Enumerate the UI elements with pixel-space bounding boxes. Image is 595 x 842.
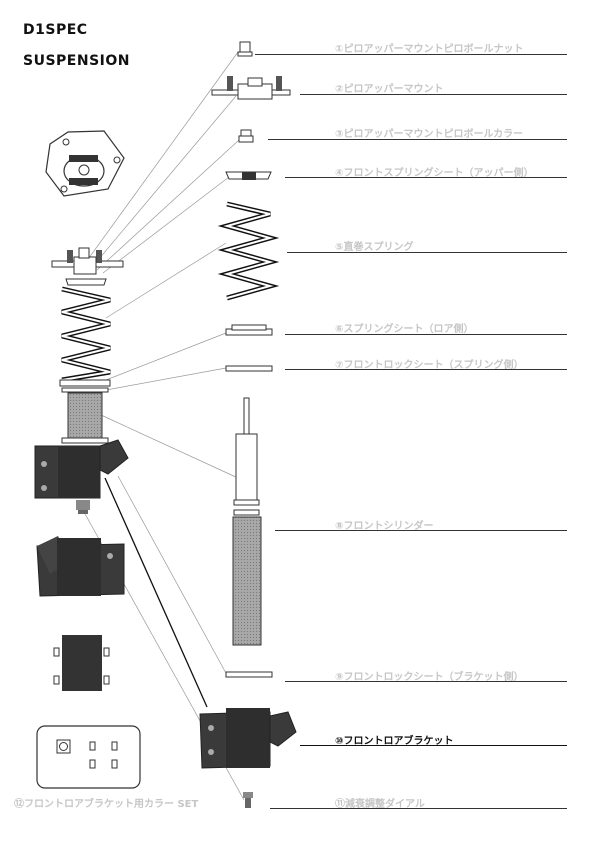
label-part-11: ⑪減衰調整ダイアル xyxy=(335,799,425,810)
rule-1 xyxy=(255,54,567,55)
part-3-collar xyxy=(238,129,254,143)
label-part-10: ⑩フロントロアブラケット xyxy=(335,736,454,747)
rule-2 xyxy=(300,94,567,95)
part-8-cylinder xyxy=(232,397,262,646)
bracket-side-view xyxy=(36,536,125,597)
rule-5 xyxy=(287,252,567,253)
rule-4 xyxy=(285,177,567,178)
rule-9 xyxy=(285,681,567,682)
part-7-lock-seat xyxy=(225,365,273,372)
part-4-upper-seat xyxy=(225,171,272,180)
part-1-nut xyxy=(237,41,253,57)
rule-7 xyxy=(285,369,567,370)
assembled-strut xyxy=(34,247,129,514)
rule-10 xyxy=(300,745,567,746)
label-part-7: ⑦フロントロックシート（スプリング側） xyxy=(335,360,524,371)
label-part-12: ⑫フロントロアブラケット用カラー SET xyxy=(14,799,199,810)
title-line-1: D1SPEC xyxy=(23,22,88,38)
label-part-2: ②ピロアッパーマウント xyxy=(335,84,444,95)
rule-11 xyxy=(270,808,567,809)
label-part-4: ④フロントスプリングシート（アッパー側） xyxy=(335,168,534,179)
collar-set-box xyxy=(36,725,141,789)
part-2-upper-mount xyxy=(211,76,291,100)
label-part-3: ③ピロアッパーマウントピロボールカラー xyxy=(335,129,524,140)
part-5-spring xyxy=(217,201,280,301)
part-9-lock-seat xyxy=(225,671,273,678)
label-part-5: ⑤直巻スプリング xyxy=(335,242,414,253)
upper-mount-plate-view xyxy=(45,130,125,197)
label-part-8: ⑧フロントシリンダー xyxy=(335,521,434,532)
bracket-collar-view xyxy=(53,635,110,691)
rule-3 xyxy=(268,139,567,140)
label-part-1: ①ピロアッパーマウントピロボールナット xyxy=(335,44,524,55)
part-10-bracket xyxy=(199,708,297,769)
leader-line-bracket xyxy=(104,477,208,708)
rule-6 xyxy=(285,334,567,335)
part-11-dial xyxy=(243,792,253,808)
title-line-2: SUSPENSION xyxy=(23,53,130,69)
label-part-6: ⑥スプリングシート（ロア側） xyxy=(335,324,474,335)
label-part-9: ⑨フロントロックシート（ブラケット側） xyxy=(335,672,524,683)
rule-8 xyxy=(275,530,567,531)
part-6-lower-seat xyxy=(225,324,273,336)
